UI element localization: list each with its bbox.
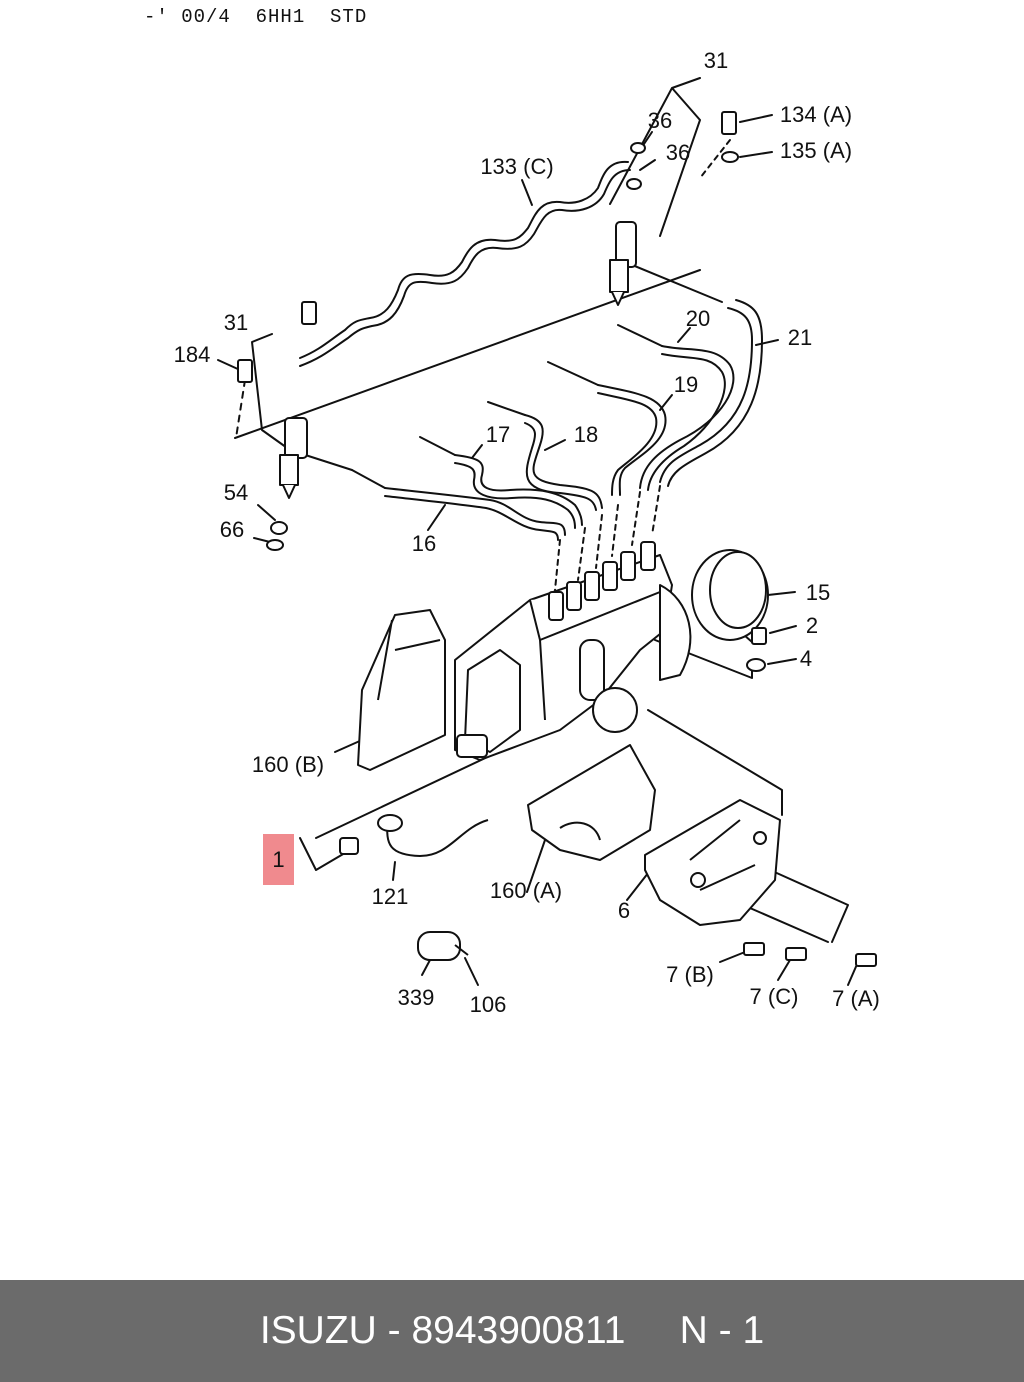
callout-c7b: 7 (B) bbox=[666, 962, 714, 987]
callout-c15: 15 bbox=[806, 580, 830, 605]
callout-c160b: 160 (B) bbox=[252, 752, 324, 777]
part-number-footer: ISUZU - 8943900811 N - 1 bbox=[0, 1280, 1024, 1382]
callout-c7c: 7 (C) bbox=[750, 984, 799, 1009]
pipe-16 bbox=[384, 487, 566, 536]
dash-drops bbox=[554, 485, 661, 591]
leader-15 bbox=[767, 591, 796, 596]
leader-2 bbox=[769, 625, 797, 634]
callout-c106: 106 bbox=[470, 992, 507, 1017]
pipe-121 bbox=[386, 819, 489, 857]
callout-c134: 134 (A) bbox=[780, 102, 852, 127]
callout-c66: 66 bbox=[220, 517, 244, 542]
leader-339 bbox=[421, 959, 431, 976]
callout-c20: 20 bbox=[686, 306, 710, 331]
callout-c18: 18 bbox=[574, 422, 598, 447]
leader-4 bbox=[767, 658, 797, 665]
leader-17 bbox=[471, 444, 483, 459]
callout-c31a: 31 bbox=[704, 48, 728, 73]
callout-c4: 4 bbox=[800, 646, 812, 671]
dash-bolt-134 bbox=[699, 139, 731, 179]
callout-c121: 121 bbox=[372, 884, 409, 909]
pipe-17 bbox=[454, 454, 583, 526]
callout-c36a: 36 bbox=[648, 108, 672, 133]
cover-160a bbox=[527, 744, 656, 861]
pipe-17-outer bbox=[454, 462, 576, 529]
leader-66 bbox=[253, 537, 271, 543]
callout-c133: 133 (C) bbox=[480, 154, 553, 179]
leader-160a bbox=[526, 839, 546, 893]
leader-184 bbox=[217, 359, 241, 371]
drive-coupling bbox=[659, 584, 692, 681]
pipe-20-outer bbox=[647, 353, 726, 491]
callout-c19: 19 bbox=[674, 372, 698, 397]
dash-left bbox=[235, 379, 246, 439]
leader-54 bbox=[257, 504, 276, 521]
diagram-code-header: -' 00/4 6HH1 STD bbox=[144, 6, 368, 28]
callout-c21: 21 bbox=[788, 325, 812, 350]
callout-c339: 339 bbox=[398, 985, 435, 1010]
callout-c54: 54 bbox=[224, 480, 248, 505]
pipe-19 bbox=[597, 384, 667, 496]
leader-7c bbox=[777, 959, 791, 981]
leader-134 bbox=[739, 114, 773, 123]
leader-135 bbox=[739, 151, 773, 158]
ref-line-18 bbox=[487, 401, 526, 416]
part-number-text: ISUZU - 8943900811 N - 1 bbox=[259, 1309, 765, 1352]
pipe-18 bbox=[524, 414, 603, 509]
callout-c7a: 7 (A) bbox=[832, 986, 880, 1011]
highlighted-part-marker bbox=[263, 834, 294, 885]
callout-c17: 17 bbox=[486, 422, 510, 447]
leader-106 bbox=[464, 957, 479, 986]
ref-line-20 bbox=[617, 324, 663, 347]
ref-inj-line bbox=[624, 261, 723, 303]
pipe-20 bbox=[639, 345, 735, 489]
pipe-21 bbox=[659, 307, 753, 483]
leader-20 bbox=[677, 327, 691, 343]
callout-c16: 16 bbox=[412, 531, 436, 556]
leader-frame-31b bbox=[251, 333, 291, 451]
callout-c6: 6 bbox=[618, 898, 630, 923]
callout-c160a: 160 (A) bbox=[490, 878, 562, 903]
bracket-6 bbox=[644, 799, 781, 926]
pipe-18-outer bbox=[524, 422, 597, 511]
leader-21 bbox=[755, 339, 779, 346]
leader-36b bbox=[639, 159, 656, 171]
pipe-133c-outer bbox=[299, 169, 631, 367]
highlighted-part-label: 1 bbox=[272, 846, 285, 872]
callout-c31b: 31 bbox=[224, 310, 248, 335]
leader-16 bbox=[427, 504, 446, 531]
cover-160b bbox=[357, 609, 446, 771]
leader-121 bbox=[392, 861, 396, 881]
leader-18 bbox=[544, 439, 566, 451]
callout-c36b: 36 bbox=[666, 140, 690, 165]
ref-line-16 bbox=[351, 469, 386, 489]
leader-bracket bbox=[647, 709, 783, 816]
callout-c184: 184 bbox=[174, 342, 211, 367]
ref-line-17 bbox=[419, 436, 456, 456]
dash-head-line bbox=[234, 269, 701, 439]
callout-c2: 2 bbox=[806, 613, 818, 638]
callout-c135: 135 (A) bbox=[780, 138, 852, 163]
leader-133 bbox=[521, 179, 533, 206]
hose-339 bbox=[417, 931, 461, 961]
leader-7b bbox=[719, 951, 746, 963]
ref-line-19 bbox=[547, 361, 599, 386]
injector-left bbox=[284, 417, 308, 459]
pipe-21-outer bbox=[667, 299, 763, 487]
leader-19 bbox=[659, 394, 673, 411]
leader-160b bbox=[334, 739, 363, 753]
pipe-16-outer bbox=[384, 495, 559, 541]
pipe-19-outer bbox=[597, 392, 658, 496]
pipe-133c bbox=[299, 160, 629, 359]
